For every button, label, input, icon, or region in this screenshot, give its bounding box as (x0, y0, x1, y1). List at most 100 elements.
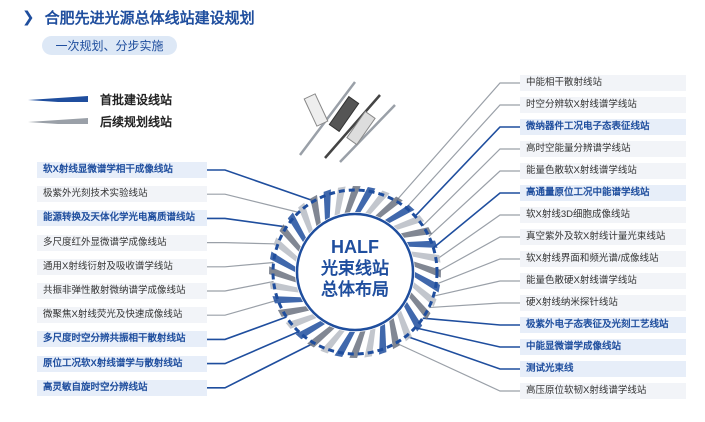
left-station-5: 共振非弹性散射微纳谱学成像线站 (37, 283, 207, 299)
left-beamline-spoke-1 (207, 193, 299, 213)
ring-wedge (375, 196, 403, 218)
right-beamline-spoke-7 (436, 236, 520, 273)
right-beamline-spoke-4 (428, 170, 520, 237)
ring-wedge (364, 328, 376, 358)
left-beamline-spoke-4 (207, 261, 274, 268)
right-beamline-spoke-9 (433, 280, 520, 297)
ring-wedge (320, 329, 345, 354)
top-beamline-dark (324, 94, 381, 159)
right-beamline-spoke-8 (435, 258, 520, 285)
ring-wedge (414, 261, 441, 278)
ring-wedge (273, 237, 298, 262)
center-line1: HALF (331, 237, 379, 257)
ring-wedge (277, 306, 310, 317)
undulator-icon (346, 110, 376, 146)
right-station-7: 真空紫外及软X射线计量光束线站 (520, 229, 686, 245)
undulator-icon (328, 95, 360, 133)
left-beamline-spoke-7 (207, 316, 287, 341)
page-title-text: 合肥先进光源总体线站建设规划 (44, 9, 255, 27)
ring-wedge (414, 272, 441, 293)
ring-wedge (269, 281, 299, 293)
right-beamline-spoke-3 (422, 148, 520, 227)
right-beamline-spoke-11 (422, 317, 520, 326)
right-beamline-spoke-13 (405, 335, 520, 370)
ring-wedge (404, 302, 423, 332)
right-station-13: 测试光束线 (520, 361, 686, 377)
right-beamline-spoke-14 (395, 342, 520, 392)
right-station-6: 软X射线3D细胞成像线站 (520, 207, 686, 223)
right-beamline-spoke-10 (428, 302, 520, 309)
ring-wedge (406, 240, 438, 248)
left-station-1: 极紫外光刻技术实验线站 (37, 186, 207, 203)
right-station-1: 时空分辨软X射线谱学线站 (520, 97, 686, 113)
subtitle-badge: 一次规划、分步实施 (42, 36, 177, 55)
right-beamline-spoke-0 (395, 82, 520, 202)
ring-wedge (344, 186, 361, 213)
ring-wedge (379, 323, 387, 355)
left-beamline-spoke-5 (207, 280, 274, 292)
right-station-3: 高时空能量分辨谱学线站 (520, 141, 686, 157)
right-beamline-spoke-12 (414, 326, 520, 348)
right-station-14: 高压原位软韧X射线谱学线站 (520, 383, 686, 399)
left-beamline-spoke-0 (207, 169, 315, 202)
legend: 首批建设线站 后续规划线站 (28, 88, 172, 132)
right-station-4: 能量色散软X射线谱学线站 (520, 163, 686, 179)
left-station-2: 能源转换及天体化学光电离质谱线站 (37, 210, 207, 227)
chevron-right-icon: ❯ (22, 9, 35, 26)
ring-wedge (355, 186, 376, 213)
right-station-11: 极紫外电子态表征及光刻工艺线站 (520, 317, 686, 333)
left-beamline-spoke-8 (207, 330, 300, 365)
left-beamline-spoke-2 (207, 217, 287, 228)
left-station-4: 通用X射线衍射及吸收谱学线站 (37, 258, 207, 275)
right-beamline-spoke-2 (414, 126, 520, 217)
beamline-spokes (207, 82, 520, 392)
ring-wedge (349, 331, 366, 358)
ring-wedge (269, 251, 296, 272)
left-station-9: 高灵敏自旋时空分辨线站 (37, 379, 207, 396)
ring-wedge (298, 202, 313, 234)
right-station-5: 高通量原位工况中能谱学线站 (520, 185, 686, 201)
storage-ring-inner (295, 212, 415, 332)
ring-center-label: HALF 光束线站 总体布局 (300, 236, 410, 300)
top-beamline-devices (299, 81, 396, 163)
right-beamline-spoke-1 (405, 104, 520, 209)
ring-wedge (269, 266, 296, 283)
left-station-6: 微聚焦X射线荧光及快速成像线站 (37, 307, 207, 324)
page-title: ❯ 合肥先进光源总体线站建设规划 (22, 6, 255, 28)
right-station-10: 硬X射线纳米探针线站 (520, 295, 686, 311)
top-beamline-gray-2 (339, 104, 396, 163)
ring-wedge (400, 227, 433, 238)
left-station-8: 原位工况软X射线谱学与散射线站 (37, 355, 207, 372)
right-station-12: 中能显微谱学成像线站 (520, 339, 686, 355)
left-station-0: 软X射线显微谱学相干成像线站 (37, 162, 207, 178)
legend-later-label: 后续规划线站 (100, 114, 173, 129)
right-beamline-spoke-5 (432, 192, 520, 249)
right-station-0: 中能相干散射线站 (520, 75, 686, 91)
later-batch-swatch-icon (28, 118, 88, 124)
left-beamline-spoke-3 (207, 242, 278, 245)
ring-wedge (393, 215, 425, 230)
top-beamline-gray-1 (299, 81, 356, 156)
left-beamline-spoke-9 (207, 342, 315, 389)
undulator-icon (303, 93, 329, 127)
ring-wedge (334, 331, 355, 358)
right-station-8: 软X射线界面和频光谱/成像线站 (520, 251, 686, 267)
center-line3: 总体布局 (321, 280, 389, 299)
ring-wedge (411, 251, 441, 263)
legend-first-label: 首批建设线站 (100, 92, 173, 107)
storage-ring-outer (271, 188, 439, 356)
ring-wedge (412, 282, 437, 307)
left-station-3: 多尺度红外显微谱学成像线站 (37, 234, 207, 251)
right-beamline-spoke-6 (435, 214, 520, 261)
right-station-2: 微纳器件工况电子态表征线站 (520, 119, 686, 135)
left-station-7: 多尺度时空分辨共振相干散射线站 (37, 331, 207, 348)
legend-later: 后续规划线站 (28, 110, 172, 132)
ring-wedge (334, 186, 346, 216)
ring-wedge (272, 296, 304, 304)
ring-wedge (285, 314, 317, 329)
left-beamline-spoke-6 (207, 299, 279, 316)
right-station-9: 能量色散硬X射线谱学线站 (520, 273, 686, 289)
center-line2: 光束线站 (321, 259, 389, 278)
first-batch-swatch-icon (28, 96, 88, 102)
